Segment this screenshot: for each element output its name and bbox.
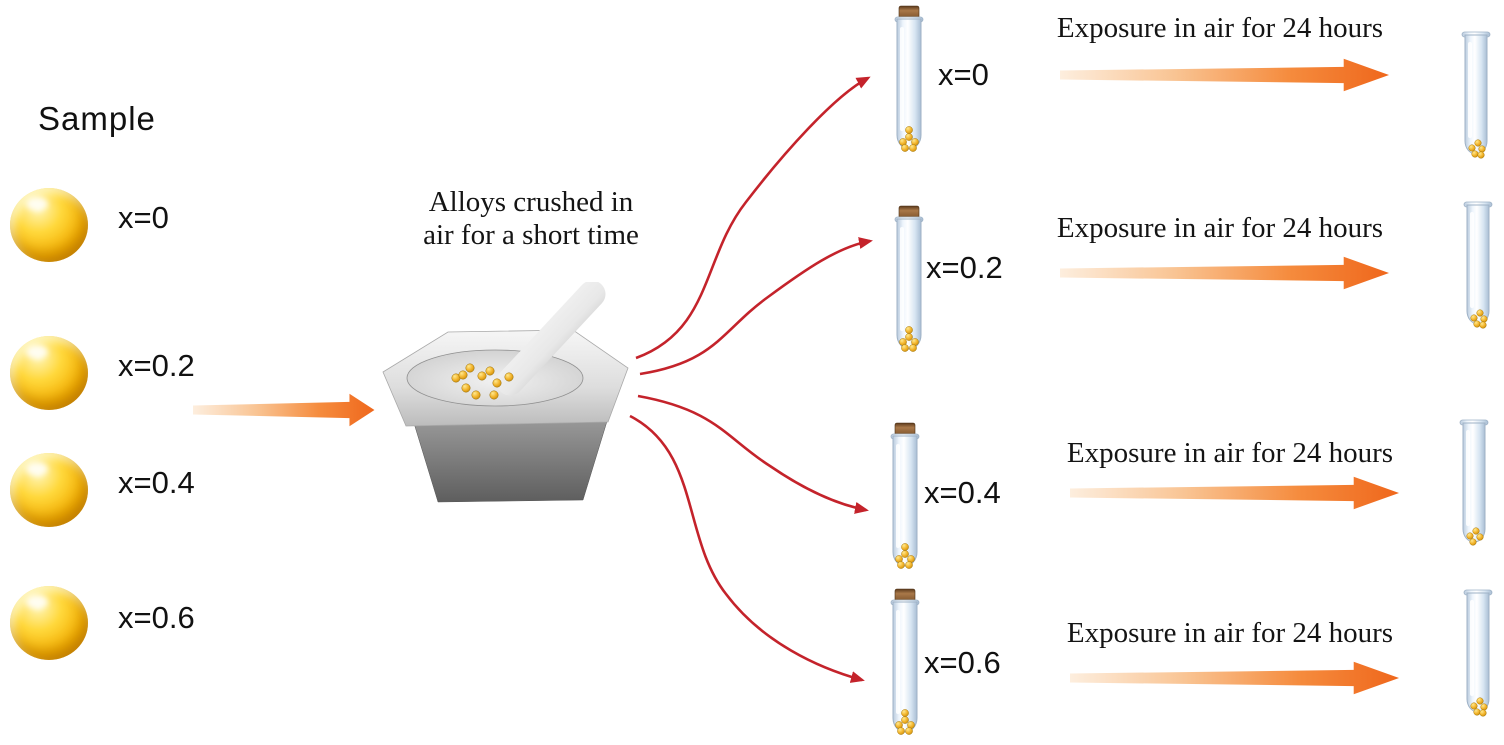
mortar-caption: Alloys crushed in air for a short time [400,186,662,253]
red-curved-arrow-to-x0 [635,76,871,360]
mortar-caption-line2: air for a short time [423,219,639,252]
alloy-powder [899,326,919,352]
tube-label-x06: x=0.6 [924,645,1001,680]
pestle [496,282,606,396]
sample-label-x06: x=0.6 [118,600,195,635]
alloy-powder [1470,309,1488,329]
alloy-powder [895,543,915,569]
exposure-label: Exposure in air for 24 hours [1066,437,1394,469]
exposed-test-tube-icon [1463,201,1493,329]
alloy-powder [899,126,919,152]
exposure-arrow-icon [1060,58,1390,92]
sample-label-x02: x=0.2 [118,348,195,383]
sample-section-title: Sample [38,100,156,137]
sample-label-x04: x=0.4 [118,465,195,500]
tube-label-x04: x=0.4 [924,475,1001,510]
mortar-and-pestle-icon [382,282,629,503]
red-curved-arrow-to-x06 [629,414,865,683]
sample-label-x0: x=0 [118,200,169,235]
red-curved-arrow-to-x04 [637,394,869,514]
alloy-sphere-icon [10,586,88,660]
exposure-label: Exposure in air for 24 hours [1066,617,1394,649]
test-tube-icon [894,5,924,152]
test-tube-icon [890,422,920,569]
exposure-arrow-icon [1060,256,1390,290]
exposure-label: Exposure in air for 24 hours [1056,12,1384,44]
exposed-test-tube-icon [1459,419,1489,546]
alloy-powder [1468,139,1486,159]
alloy-sphere-icon [10,453,88,527]
mortar-base [412,417,609,503]
red-curved-arrow-to-x02 [639,237,873,376]
exposure-arrow-icon [1070,661,1400,695]
alloy-sphere-icon [10,336,88,410]
exposed-test-tube-icon [1461,31,1491,159]
test-tube-icon [894,205,924,352]
samples-to-mortar-arrow-icon [193,393,375,427]
alloy-powder [1466,527,1484,546]
alloy-powder [1470,697,1488,717]
alloy-powder-particles [451,363,514,400]
test-tube-icon [890,588,920,735]
exposed-test-tube-icon [1463,589,1493,717]
alloy-sphere-icon [10,188,88,262]
mortar-caption-line1: Alloys crushed in [428,186,634,218]
tube-label-x0: x=0 [938,57,989,92]
exposure-label: Exposure in air for 24 hours [1056,212,1384,244]
tube-label-x02: x=0.2 [926,250,1003,285]
exposure-arrow-icon [1070,476,1400,510]
alloy-powder [895,709,915,735]
